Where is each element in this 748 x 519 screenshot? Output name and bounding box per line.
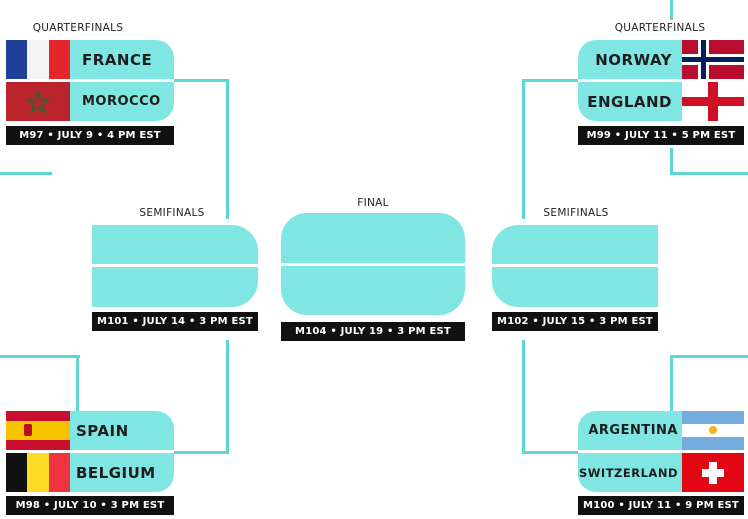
semifinals-label: SEMIFINALS bbox=[139, 207, 205, 219]
connector-line bbox=[670, 0, 673, 20]
team-row[interactable]: ENGLAND bbox=[578, 82, 682, 121]
team-name: NORWAY bbox=[595, 50, 672, 69]
connector-line bbox=[522, 79, 525, 219]
connector-line bbox=[670, 355, 748, 358]
team-row[interactable]: MOROCCO bbox=[70, 82, 174, 121]
match-info-label: M104 • JULY 19 • 3 PM EST bbox=[281, 322, 465, 341]
match-info-label: M101 • JULY 14 • 3 PM EST bbox=[92, 312, 258, 331]
connector-line bbox=[0, 355, 80, 358]
team-name: FRANCE bbox=[82, 50, 153, 69]
norway-flag-icon bbox=[682, 40, 744, 79]
semifinals-label: SEMIFINALS bbox=[543, 207, 609, 219]
team-name: BELGIUM bbox=[76, 463, 156, 482]
match-info-label: M102 • JULY 15 • 3 PM EST bbox=[492, 312, 658, 331]
semifinal-left-slot[interactable] bbox=[92, 225, 258, 307]
argentina-flag-icon bbox=[682, 411, 744, 450]
match-info-label: M99 • JULY 11 • 5 PM EST bbox=[578, 126, 744, 145]
team-name: ARGENTINA bbox=[588, 423, 678, 438]
team-row[interactable]: FRANCE bbox=[70, 40, 174, 79]
team-row[interactable]: SPAIN bbox=[70, 411, 174, 450]
team-name: SPAIN bbox=[76, 421, 129, 440]
match-info-label: M98 • JULY 10 • 3 PM EST bbox=[6, 496, 174, 515]
spain-flag-icon bbox=[6, 411, 70, 450]
quarterfinals-label: QUARTERFINALS bbox=[32, 22, 124, 34]
connector-line bbox=[522, 79, 578, 82]
connector-line bbox=[522, 451, 578, 454]
team-name: MOROCCO bbox=[82, 94, 161, 109]
connector-line bbox=[174, 451, 229, 454]
connector-line bbox=[670, 172, 748, 175]
connector-line bbox=[670, 355, 673, 413]
quarterfinals-label: QUARTERFINALS bbox=[614, 22, 706, 34]
morocco-flag-icon bbox=[6, 82, 70, 121]
team-row[interactable]: NORWAY bbox=[578, 40, 682, 79]
belgium-flag-icon bbox=[6, 453, 70, 492]
switzerland-flag-icon bbox=[682, 453, 744, 492]
connector-line bbox=[0, 172, 52, 175]
england-flag-icon bbox=[682, 82, 744, 121]
connector-line bbox=[670, 148, 673, 174]
final-label: FINAL bbox=[357, 197, 389, 209]
connector-line bbox=[76, 355, 79, 413]
connector-line bbox=[174, 79, 228, 82]
semifinal-right-slot[interactable] bbox=[492, 225, 658, 307]
team-row[interactable]: SWITZERLAND bbox=[578, 453, 682, 492]
connector-line bbox=[226, 340, 229, 453]
match-info-label: M100 • JULY 11 • 9 PM EST bbox=[578, 496, 744, 515]
france-flag-icon bbox=[6, 40, 70, 79]
team-row[interactable]: BELGIUM bbox=[70, 453, 174, 492]
match-info-label: M97 • JULY 9 • 4 PM EST bbox=[6, 126, 174, 145]
team-row[interactable]: ARGENTINA bbox=[578, 411, 682, 450]
final-slot[interactable] bbox=[281, 213, 465, 315]
connector-line bbox=[226, 79, 229, 219]
connector-line bbox=[522, 340, 525, 453]
team-name: ENGLAND bbox=[587, 92, 672, 111]
team-name: SWITZERLAND bbox=[578, 465, 678, 480]
